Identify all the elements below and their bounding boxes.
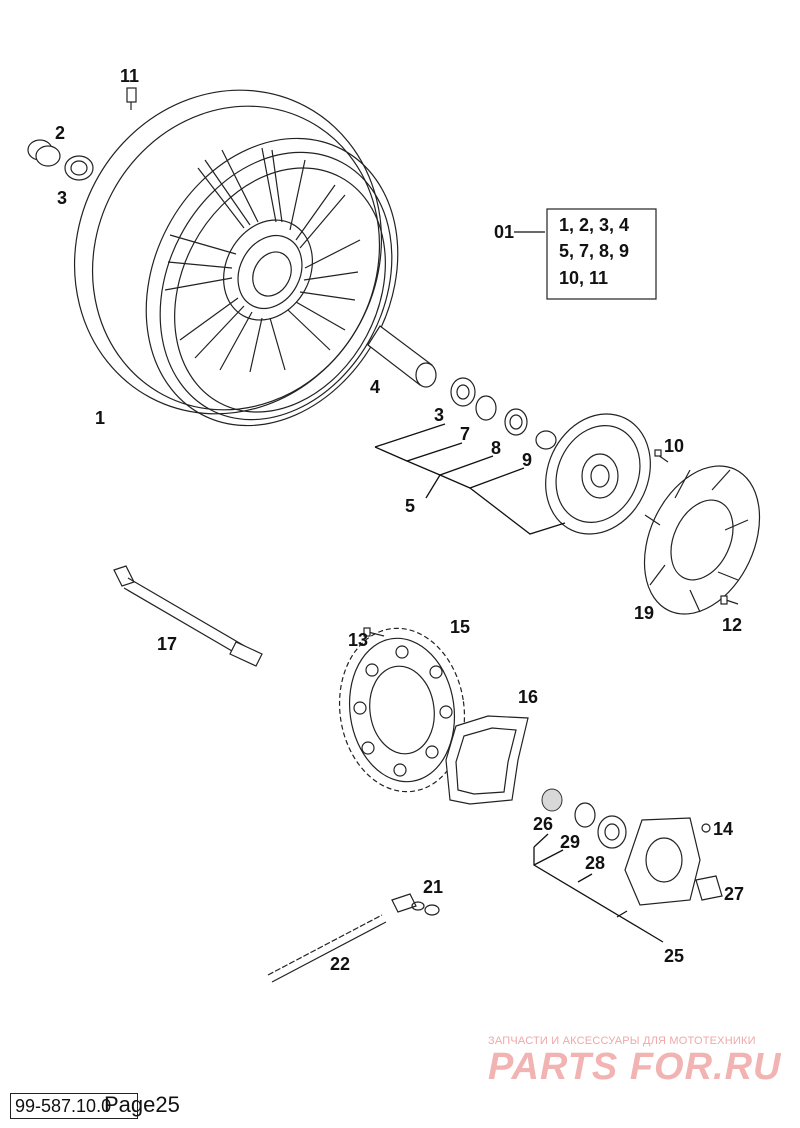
callout-2: 2 bbox=[55, 123, 65, 143]
document-code: 99-587.10.0 bbox=[10, 1093, 138, 1119]
chain-drawing bbox=[267, 893, 440, 983]
kit-label: 01 bbox=[494, 222, 514, 242]
callout-labels: 11 2 3 1 4 3 7 8 9 5 10 19 12 17 13 15 1… bbox=[55, 66, 744, 974]
rear-wheel-drawing bbox=[73, 89, 399, 427]
callout-11: 11 bbox=[120, 66, 139, 86]
valve-drawing bbox=[126, 87, 137, 110]
callout-17: 17 bbox=[157, 634, 177, 654]
callout-22: 22 bbox=[330, 954, 350, 974]
flange-drawing bbox=[545, 413, 651, 535]
kit-box bbox=[546, 208, 657, 300]
callout-27: 27 bbox=[724, 884, 744, 904]
gasket-drawing bbox=[445, 715, 529, 805]
kit-line-2: 5, 7, 8, 9 bbox=[559, 241, 629, 261]
watermark-subtitle: ЗАПЧАСТИ И АКСЕССУАРЫ ДЛЯ МОТОТЕХНИКИ bbox=[488, 1035, 756, 1047]
callout-3: 3 bbox=[57, 188, 67, 208]
callout-16: 16 bbox=[518, 687, 538, 707]
leader-lines bbox=[374, 231, 664, 943]
callout-7: 7 bbox=[460, 424, 470, 444]
callout-28: 28 bbox=[585, 853, 605, 873]
page-number: Page25 bbox=[104, 1092, 180, 1117]
axle-drawing bbox=[113, 565, 263, 667]
callout-26: 26 bbox=[533, 814, 553, 834]
callout-29: 29 bbox=[560, 832, 580, 852]
sprocket-drawing bbox=[338, 627, 466, 793]
callout-12: 12 bbox=[722, 615, 742, 635]
callout-4: 4 bbox=[370, 377, 380, 397]
watermark-brand: PARTS FOR.RU bbox=[488, 1046, 782, 1088]
callout-5: 5 bbox=[405, 496, 415, 516]
callout-8: 8 bbox=[491, 438, 501, 458]
kit-line-1: 1, 2, 3, 4 bbox=[559, 215, 629, 235]
callout-25: 25 bbox=[664, 946, 684, 966]
sprocket-carrier-drawing bbox=[541, 788, 723, 906]
hub-parts-drawing bbox=[367, 325, 557, 450]
callout-14: 14 bbox=[713, 819, 733, 839]
callout-15: 15 bbox=[450, 617, 470, 637]
callout-21: 21 bbox=[423, 877, 443, 897]
brake-disc-drawing bbox=[643, 465, 761, 615]
kit-line-3: 10, 11 bbox=[559, 268, 608, 288]
callout-3-hub: 3 bbox=[434, 405, 444, 425]
callout-1: 1 bbox=[95, 408, 105, 428]
callout-13: 13 bbox=[348, 630, 368, 650]
callout-9: 9 bbox=[522, 450, 532, 470]
disc-bolts-drawing bbox=[654, 449, 739, 605]
kit-list: 01 1, 2, 3, 4 5, 7, 8, 9 10, 11 bbox=[494, 215, 629, 288]
callout-10: 10 bbox=[664, 436, 684, 456]
callout-19: 19 bbox=[634, 603, 654, 623]
spacer-and-bearing-drawing bbox=[27, 139, 94, 181]
